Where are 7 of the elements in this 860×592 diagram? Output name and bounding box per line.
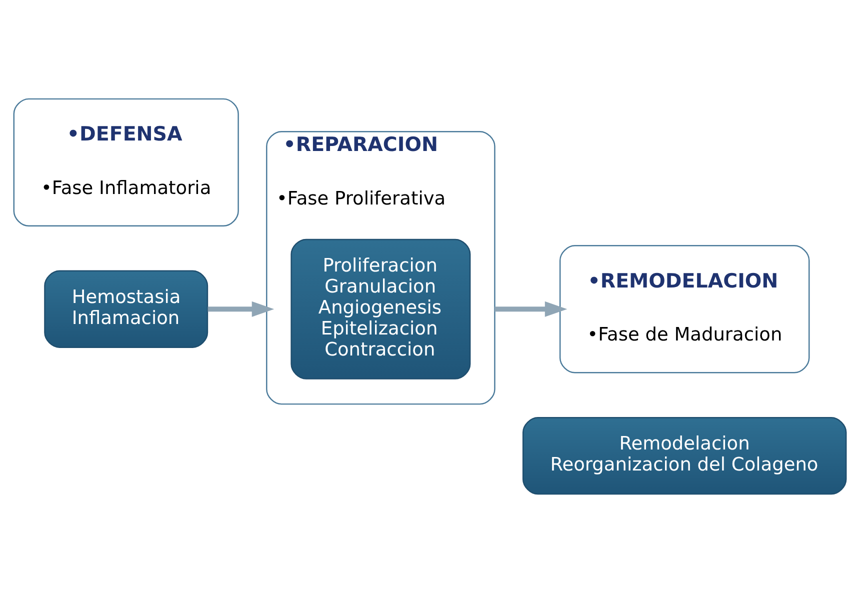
node-box: Hemostasia Inflamacion xyxy=(44,270,208,348)
node-box: •DEFENSA •Fase Inflamatoria xyxy=(13,98,239,226)
node-box: •REMODELACION •Fase de Maduracion xyxy=(559,244,810,373)
arrow xyxy=(208,300,274,316)
node-box: Proliferacion Granulacion Angiogenesis Epitelizacion Contraccion xyxy=(290,238,471,379)
arrow xyxy=(494,300,568,316)
node-box: Remodelacion Reorganizacion del Colageno xyxy=(522,416,847,494)
